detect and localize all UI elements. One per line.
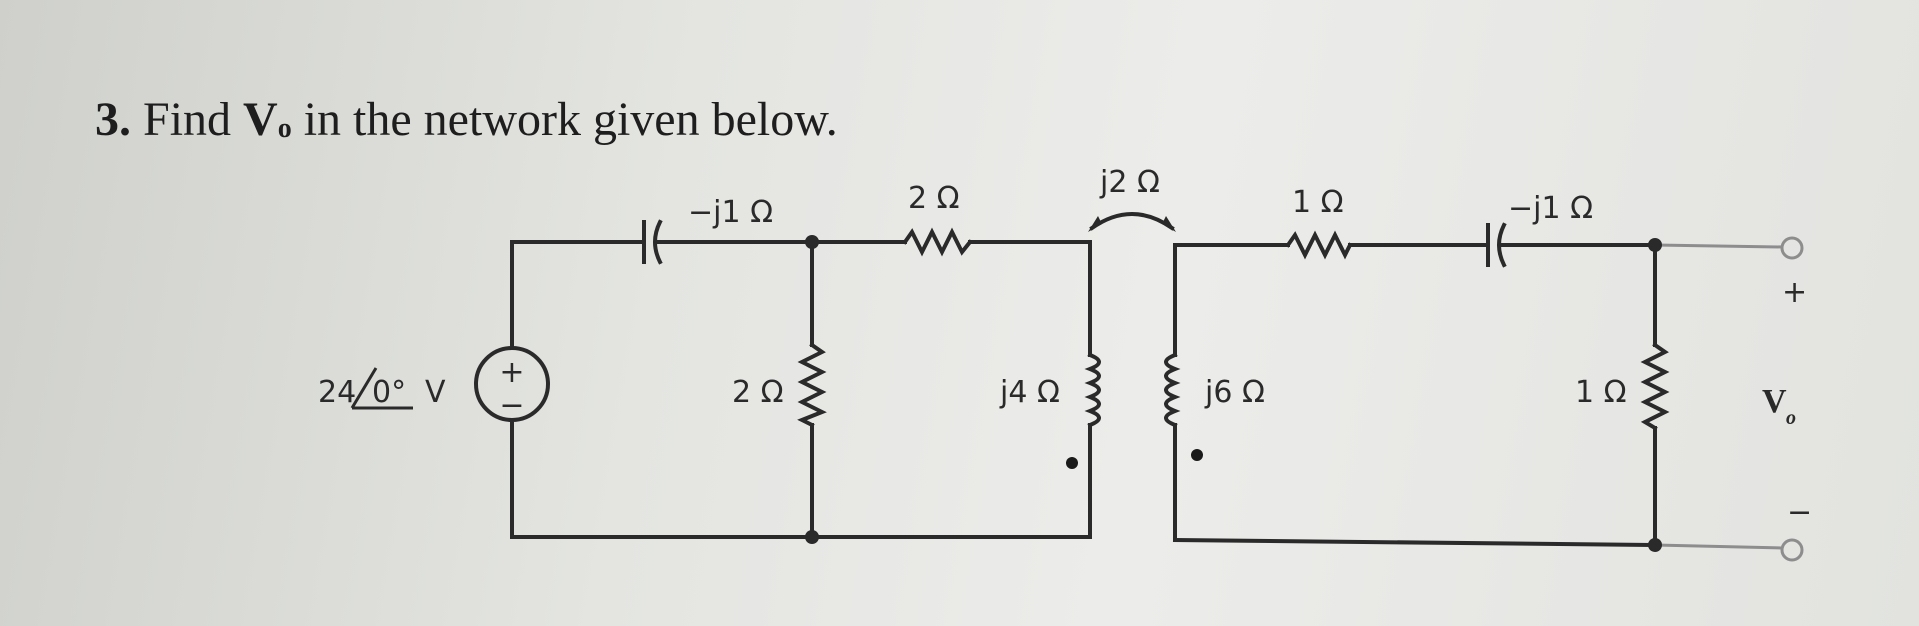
ind2-dot	[1191, 449, 1203, 461]
coupling-arrow	[1088, 212, 1176, 232]
res-series1-zigzag	[902, 227, 973, 257]
coupling-label: j2 Ω	[1099, 165, 1160, 200]
resistor-shunt-1	[797, 342, 827, 428]
source-label: 24 0° V	[318, 367, 446, 410]
inductor-1	[1066, 352, 1101, 469]
output-plus: +	[1782, 275, 1807, 310]
junctions	[805, 235, 1662, 552]
res-load-label: 1 Ω	[1575, 375, 1627, 410]
source-minus: −	[499, 388, 524, 423]
output-terminal-top	[1780, 236, 1804, 260]
voltage-source: + −	[474, 346, 550, 423]
junction-top-left	[805, 235, 819, 249]
capacitor-1	[642, 219, 663, 265]
ind2-coil	[1164, 352, 1181, 428]
left-wires	[510, 240, 1092, 539]
question-text-before: Find	[143, 93, 232, 146]
output-top-lead	[1654, 243, 1783, 249]
cap1-label: −j1 Ω	[688, 195, 773, 230]
inductor-2	[1164, 352, 1203, 461]
question-variable-main: V	[243, 93, 278, 146]
ind1-dot	[1066, 457, 1078, 469]
output-minus: −	[1787, 495, 1812, 530]
ind1-label: j4 Ω	[999, 375, 1060, 410]
cap2-label: −j1 Ω	[1508, 191, 1593, 226]
coupling-arrowhead-left	[1088, 216, 1102, 232]
source-unit: V	[425, 375, 446, 410]
res-series2-zigzag	[1285, 230, 1353, 260]
output-bottom-lead	[1654, 543, 1783, 550]
question-text-after: in the network given below.	[303, 93, 838, 146]
right-wires	[1172, 243, 1658, 548]
cap1-plate-b	[653, 219, 663, 265]
resistor-series-2	[1285, 230, 1353, 260]
source-plus: +	[499, 355, 524, 390]
res-series1-label: 2 Ω	[908, 181, 960, 216]
question-text: 3. Find Vo in the network given below.	[95, 92, 838, 147]
resistor-series-1	[902, 227, 973, 257]
coupling-arc	[1089, 212, 1175, 231]
source-angle-slash	[350, 367, 378, 409]
output-var-sub: o	[1786, 407, 1796, 429]
question-variable: Vo	[243, 93, 292, 146]
ind2-label: j6 Ω	[1204, 375, 1265, 410]
right-bottom-wire	[1172, 537, 1658, 548]
question-number: 3.	[95, 93, 131, 146]
cap2-plate-b	[1497, 222, 1507, 268]
res-load-zigzag	[1640, 342, 1670, 431]
coupling-arrowhead-right	[1162, 216, 1176, 232]
output-terminal-bottom	[1780, 538, 1804, 562]
junction-top-right	[1648, 238, 1662, 252]
res-series2-label: 1 Ω	[1292, 185, 1344, 220]
res-shunt1-label: 2 Ω	[732, 375, 784, 410]
source-magnitude: 24	[318, 375, 356, 410]
source-circle	[474, 346, 550, 422]
junction-bottom-right	[1648, 538, 1662, 552]
source-angle: 0°	[372, 375, 406, 410]
junction-bottom-left	[805, 530, 819, 544]
output-var: V	[1762, 383, 1787, 420]
question-variable-sub: o	[277, 113, 292, 144]
output-terminals	[1654, 236, 1804, 562]
ind1-coil	[1084, 352, 1101, 428]
capacitor-2	[1486, 222, 1507, 268]
res-shunt1-zigzag	[797, 342, 827, 428]
resistor-load	[1640, 342, 1670, 431]
